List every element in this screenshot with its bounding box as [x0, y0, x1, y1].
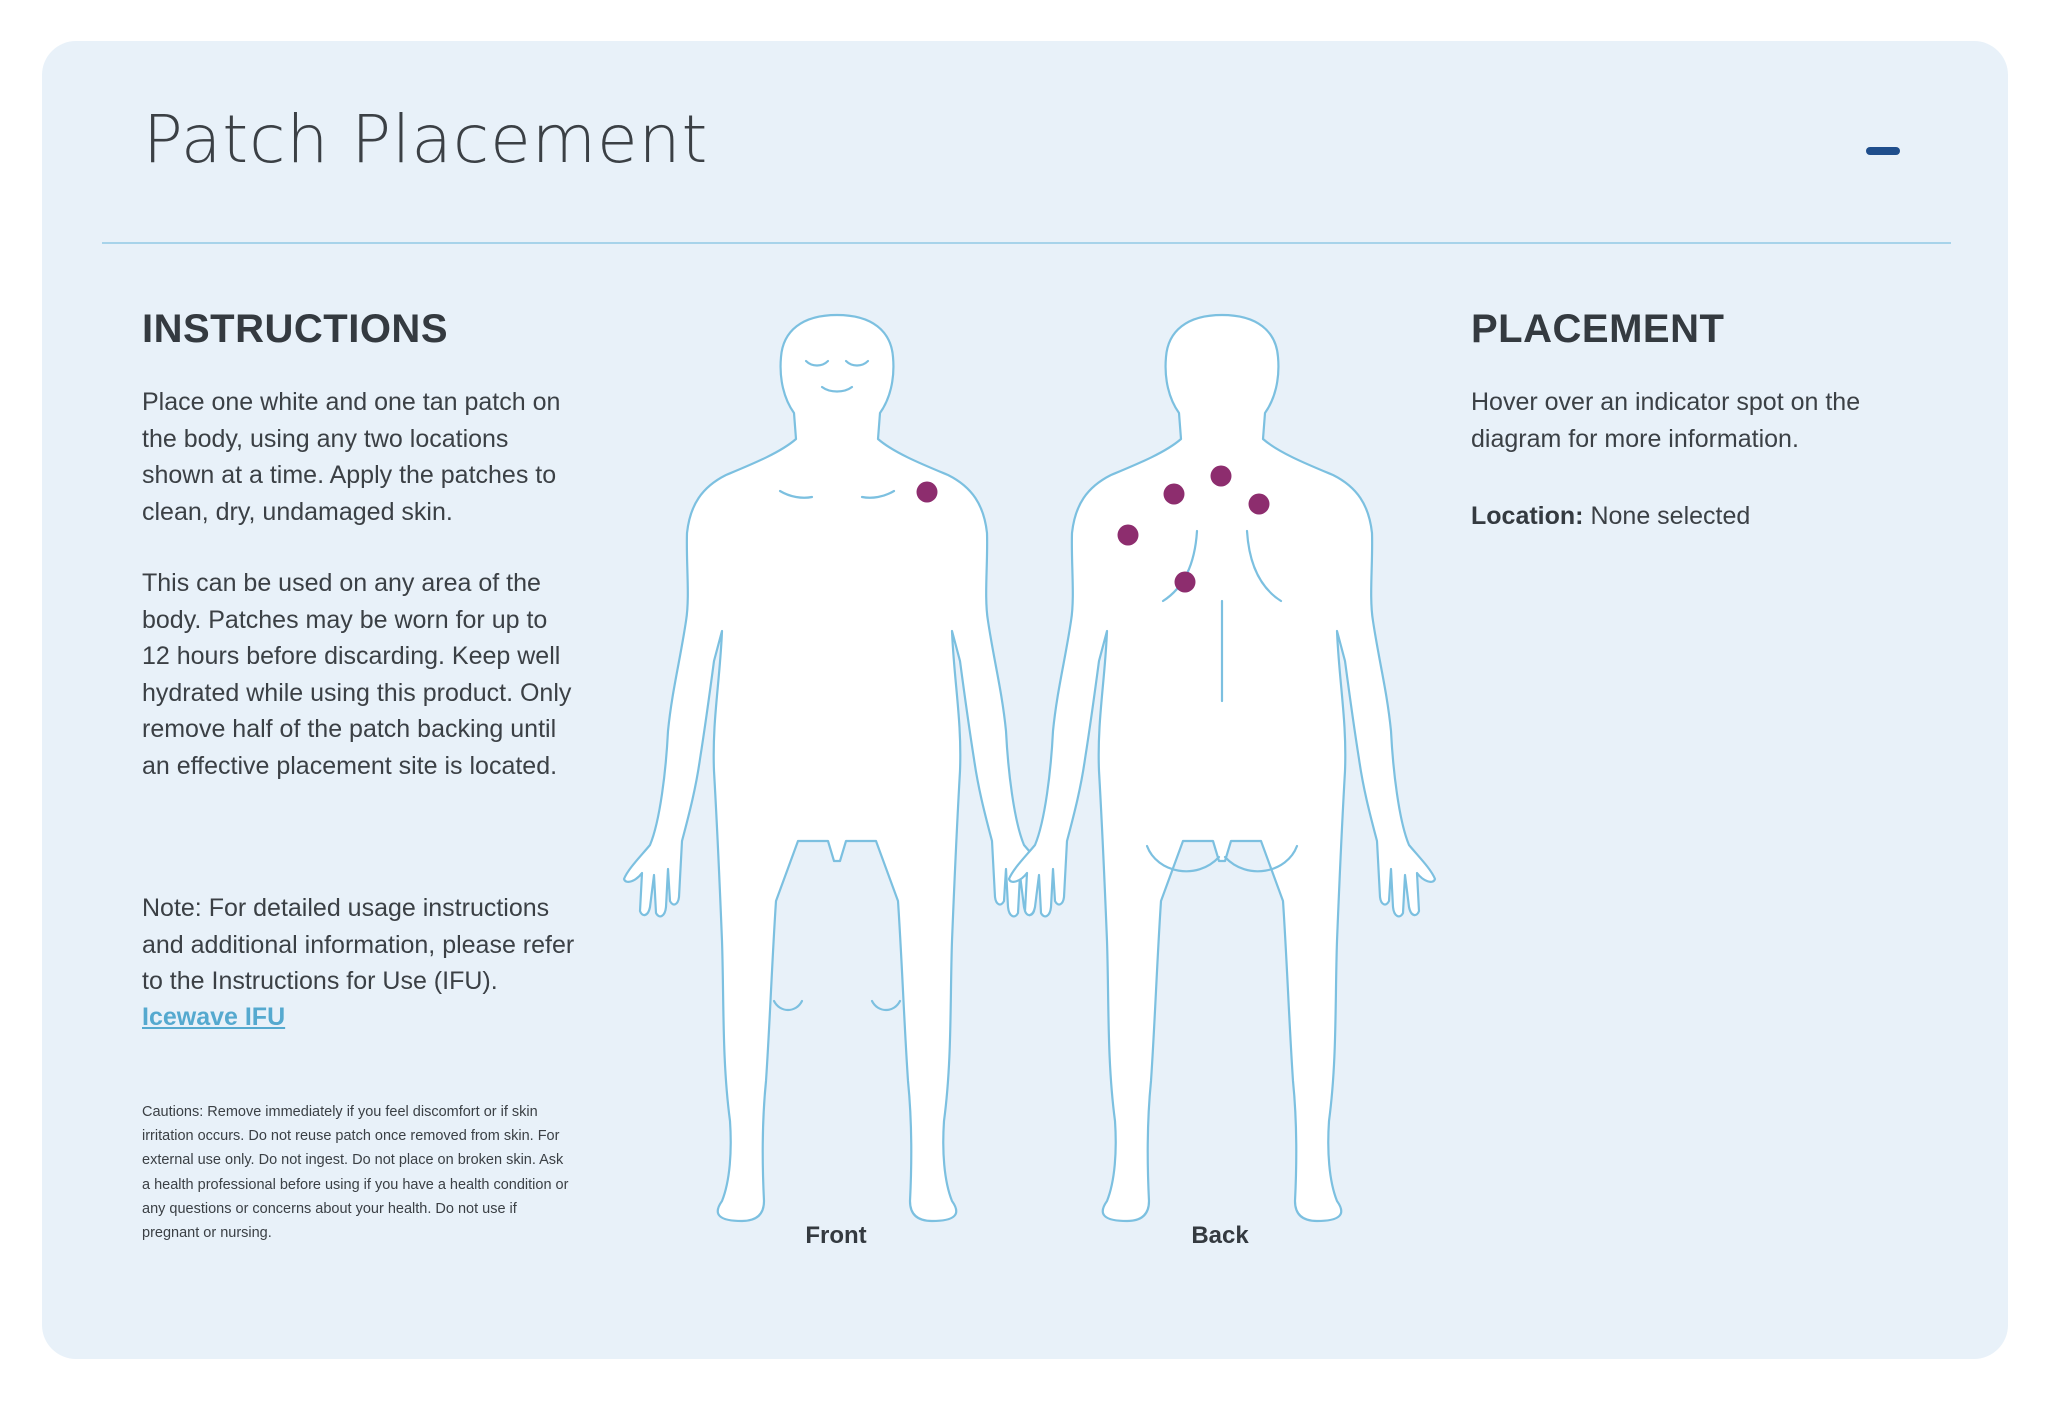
- location-readout: Location: None selected: [1471, 502, 1750, 531]
- header-divider: [102, 242, 1951, 244]
- back-left-scapula-indicator-spot[interactable]: [1174, 571, 1196, 593]
- front-right-clavicle: [860, 489, 896, 499]
- back-right-shoulder-indicator-spot[interactable]: [1248, 493, 1270, 515]
- instructions-paragraph-1: Place one white and one tan patch on the…: [142, 388, 561, 526]
- front-body-outline: [622, 313, 1052, 1223]
- front-left-eye: [804, 359, 830, 367]
- back-left-buttock: [1145, 844, 1221, 873]
- back-right-scapula: [1245, 529, 1283, 603]
- icewave-ifu-link[interactable]: Icewave IFU: [142, 1003, 286, 1031]
- location-value: None selected: [1590, 502, 1751, 530]
- back-body-outline: [1007, 313, 1437, 1223]
- front-left-knee: [772, 999, 804, 1012]
- back-label: Back: [1191, 1222, 1249, 1249]
- patch-placement-card: Patch Placement INSTRUCTIONS Place one w…: [42, 41, 2008, 1359]
- page-title: Patch Placement: [143, 101, 709, 178]
- instructions-paragraph-2: This can be used on any area of the body…: [142, 569, 572, 780]
- instructions-heading: INSTRUCTIONS: [142, 307, 448, 351]
- front-right-knee: [870, 999, 902, 1012]
- front-body-svg: [622, 313, 1052, 1223]
- collapse-button[interactable]: [1858, 131, 1908, 171]
- front-label: Front: [805, 1222, 867, 1249]
- back-left-shoulder-indicator-spot[interactable]: [1163, 483, 1185, 505]
- location-label: Location:: [1471, 502, 1584, 530]
- front-shoulder-indicator-spot[interactable]: [916, 481, 938, 503]
- back-upper-neck-indicator-spot[interactable]: [1210, 465, 1232, 487]
- placement-hint: Hover over an indicator spot on the diag…: [1471, 388, 1861, 453]
- back-body-diagram: [1007, 301, 1437, 1231]
- cautions-text: Cautions: Remove immediately if you feel…: [142, 1104, 569, 1242]
- front-left-clavicle: [778, 489, 814, 499]
- instructions-note: Note: For detailed usage instructions an…: [142, 894, 575, 995]
- back-right-buttock: [1223, 844, 1299, 873]
- front-body-diagram: [622, 301, 1052, 1231]
- placement-heading: PLACEMENT: [1471, 307, 1725, 351]
- front-right-eye: [844, 359, 870, 367]
- back-left-upper-arm-indicator-spot[interactable]: [1117, 524, 1139, 546]
- front-face-mouth: [820, 385, 854, 393]
- back-body-svg: [1007, 313, 1437, 1223]
